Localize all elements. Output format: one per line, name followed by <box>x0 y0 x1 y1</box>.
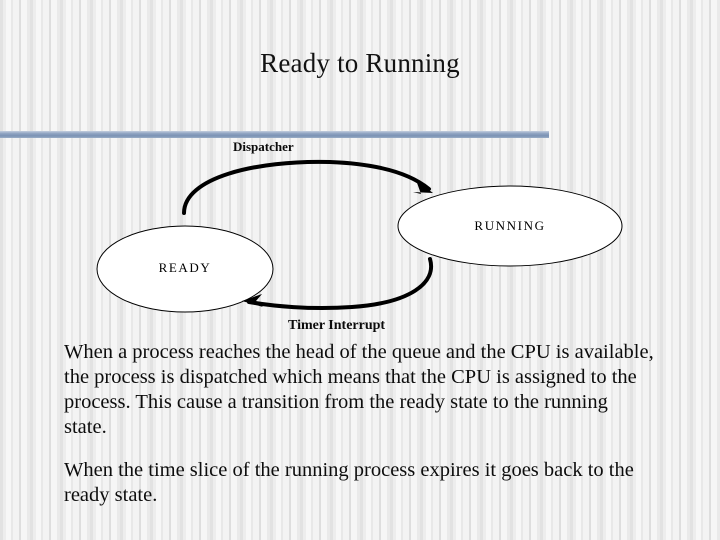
body-paragraph-2: When the time slice of the running proce… <box>64 459 634 506</box>
state-node-ready[interactable] <box>96 225 274 313</box>
arrowhead-dispatcher <box>413 180 433 194</box>
state-node-running[interactable] <box>397 185 623 267</box>
body-paragraph-1: When a process reaches the head of the q… <box>64 341 654 438</box>
body-text: When a process reaches the head of the q… <box>64 340 654 508</box>
arrowhead-timer-interrupt <box>242 294 263 307</box>
edge-dispatcher-arrow <box>182 159 431 215</box>
state-node-ready-label: READY <box>158 260 212 275</box>
edge-label-timer-interrupt: Timer Interrupt <box>288 318 386 333</box>
state-node-running-label: RUNNING <box>474 218 546 233</box>
edge-timer-interrupt-arrow <box>247 257 434 311</box>
edge-label-dispatcher: Dispatcher <box>233 139 294 154</box>
title-divider-bar <box>0 131 549 138</box>
page-title: Ready to Running <box>260 48 460 78</box>
